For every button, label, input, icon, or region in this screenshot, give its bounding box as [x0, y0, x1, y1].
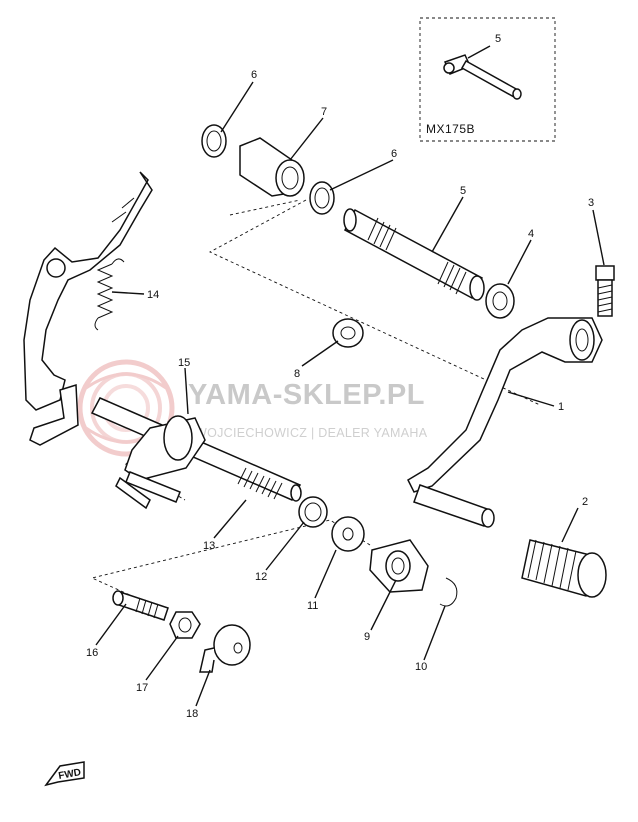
callout-15: 15 [178, 357, 190, 369]
circlip-part-10 [439, 577, 458, 607]
callout-1: 1 [558, 401, 564, 413]
washer-part-6b [309, 181, 335, 215]
kick-crank-lever-part-1 [407, 317, 603, 528]
fwd-label: FWD [58, 767, 82, 782]
callout-5: 5 [460, 185, 466, 197]
callout-6: 6 [391, 148, 397, 160]
callout-10: 10 [415, 661, 427, 673]
circlip-part-15 [163, 415, 193, 461]
crankcase-bracket [23, 171, 153, 446]
collar-part-8 [332, 318, 364, 348]
stopper-bolt-part-16 [112, 590, 169, 621]
leader-lines [95, 81, 605, 707]
watermark-title: YAMA-SKLEP.PL [188, 379, 425, 411]
washer-part-12 [298, 496, 328, 528]
inset-shaft-part [443, 54, 522, 100]
spring-part-14 [94, 258, 125, 331]
watermark: YAMA-SKLEP.PL WOJCIECHOWICZ | DEALER YAM… [77, 359, 428, 457]
washer-part-6a [201, 124, 227, 158]
callout-4: 4 [528, 228, 534, 240]
inset-box: 5 MX175B [419, 17, 556, 142]
bolt-part-3 [595, 265, 615, 317]
callout-6: 6 [251, 69, 257, 81]
callout-13: 13 [203, 540, 215, 552]
pedal-rubber-part-2 [521, 539, 607, 598]
callout-labels: 6 7 6 5 4 3 8 1 14 15 13 12 11 9 10 2 16… [86, 69, 594, 720]
inset-dashed-frame [419, 17, 556, 142]
watermark-subtitle: WOJCIECHOWICZ | DEALER YAMAHA [195, 426, 428, 440]
nut-part-17 [169, 611, 201, 639]
boss-part-9 [369, 539, 429, 593]
callout-8: 8 [294, 368, 300, 380]
oil-seal-part-4 [485, 283, 515, 319]
callout-17: 17 [136, 682, 148, 694]
model-label: MX175B [426, 122, 475, 136]
callout-3: 3 [588, 197, 594, 209]
callout-18: 18 [186, 708, 198, 720]
kick-shaft-part-5 [343, 208, 485, 301]
callout-11: 11 [307, 600, 318, 612]
spline-knurl [237, 467, 283, 500]
washer-part-11 [331, 516, 365, 552]
callout-9: 9 [364, 631, 370, 643]
collar-part-7 [201, 124, 335, 215]
callout-7: 7 [321, 106, 327, 118]
plate-part-18 [199, 624, 251, 673]
callout-2: 2 [582, 496, 588, 508]
forward-direction-arrow: FWD [44, 761, 85, 787]
shift-shaft-part-13 [90, 397, 302, 510]
watermark-logo [77, 359, 175, 457]
callout-14: 14 [147, 289, 159, 301]
callout-16: 16 [86, 647, 98, 659]
callout-label: 5 [495, 33, 501, 45]
callout-12: 12 [255, 571, 267, 583]
